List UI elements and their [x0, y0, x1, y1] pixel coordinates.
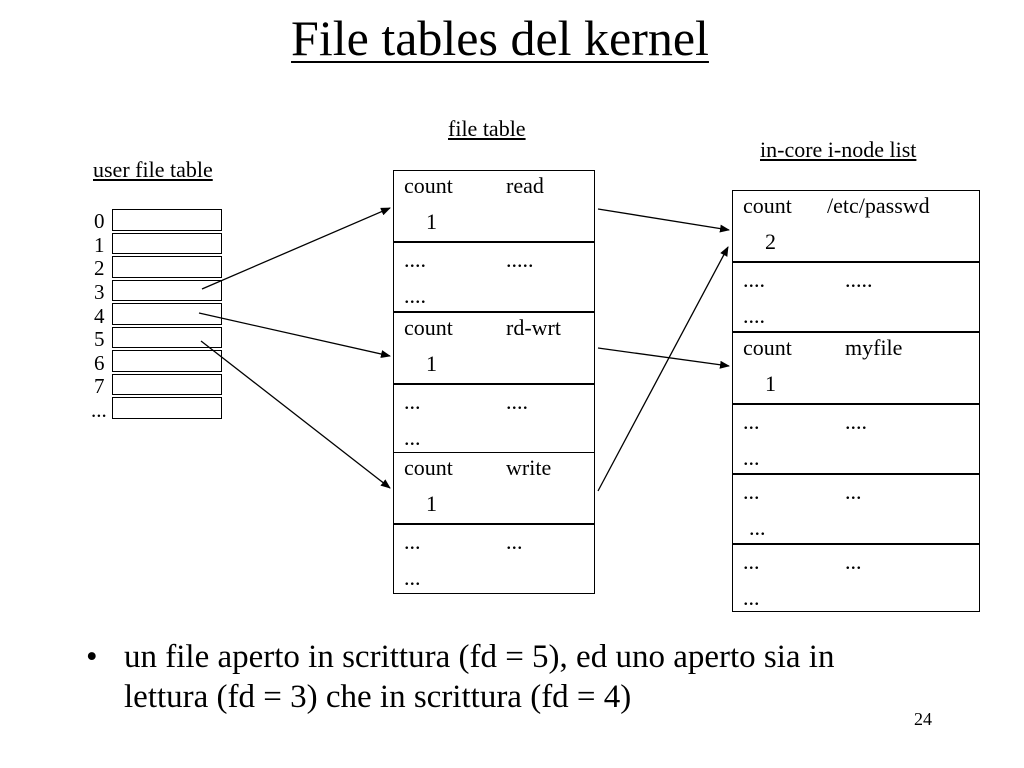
- inode-entry-unused-4: ... ... ...: [732, 544, 980, 612]
- inode-dots: ...: [749, 515, 766, 540]
- file-table-caption: file table: [448, 116, 526, 141]
- inode-dots: ...: [845, 479, 862, 504]
- inode-dots: ...: [743, 445, 760, 470]
- arrow-read-to-passwd-inode: [597, 208, 730, 233]
- fd-slot-4: [112, 303, 222, 325]
- file-table-entry-unused-1: .... ..... ....: [393, 242, 595, 312]
- entry-mode-label: read: [506, 173, 544, 198]
- fd-index-0: 0: [94, 209, 105, 233]
- file-table-entry-rd-wrt: count rd-wrt 1: [393, 312, 595, 384]
- page-number: 24: [914, 709, 932, 729]
- file-table-entry-unused-3: ... ... ...: [393, 524, 595, 594]
- inode-entry-unused-1: .... ..... ....: [732, 262, 980, 332]
- arrow-write-to-passwd-inode: [597, 246, 729, 492]
- file-table-entry-read: count read 1: [393, 170, 595, 242]
- inode-count-label: count: [743, 335, 792, 360]
- entry-dots: ...: [404, 565, 421, 590]
- entry-count-label: count: [404, 455, 453, 480]
- fd-index-more: ...: [91, 398, 107, 422]
- entry-dots: .....: [506, 247, 534, 272]
- fd-slot-5: [112, 326, 222, 348]
- bullet-text: un file aperto in scrittura (fd = 5), ed…: [124, 639, 835, 715]
- inode-entry-passwd: count /etc/passwd 2: [732, 190, 980, 262]
- arrow-fd5-to-write-entry: [200, 340, 391, 489]
- fd-slot-3: [112, 279, 222, 301]
- entry-mode-label: write: [506, 455, 552, 480]
- entry-dots: ....: [404, 283, 426, 308]
- inode-dots: ...: [743, 409, 760, 434]
- arrow-fd3-to-read-entry: [201, 207, 391, 290]
- fd-slot-7: [112, 373, 222, 395]
- inode-dots: ...: [743, 585, 760, 610]
- entry-count-value: 1: [426, 491, 437, 516]
- fd-index-3: 3: [94, 280, 105, 304]
- inode-file-name: /etc/passwd: [827, 193, 930, 218]
- inode-dots: ...: [743, 479, 760, 504]
- entry-dots: ...: [506, 529, 523, 554]
- fd-slot-more: [112, 397, 222, 419]
- inode-count-value: 2: [765, 229, 776, 254]
- arrow-rdwrt-to-myfile-inode: [597, 347, 730, 369]
- fd-index-4: 4: [94, 304, 105, 328]
- fd-index-2: 2: [94, 256, 105, 280]
- arrow-fd4-to-rdwrt-entry: [198, 312, 391, 358]
- inode-dots: ...: [845, 549, 862, 574]
- fd-index-6: 6: [94, 351, 105, 375]
- entry-dots: ....: [404, 247, 426, 272]
- inode-dots: ....: [845, 409, 867, 434]
- fd-slot-6: [112, 350, 222, 372]
- entry-dots: ...: [404, 529, 421, 554]
- user-file-table-caption: user file table: [93, 157, 213, 182]
- entry-dots: ...: [404, 389, 421, 414]
- entry-count-label: count: [404, 173, 453, 198]
- fd-slot-0: [112, 209, 222, 231]
- fd-index-5: 5: [94, 327, 105, 351]
- inode-count-value: 1: [765, 371, 776, 396]
- inode-entry-unused-3: ... ... ...: [732, 474, 980, 544]
- fd-slot-1: [112, 232, 222, 254]
- entry-dots: ....: [506, 389, 528, 414]
- inode-dots: ....: [743, 303, 765, 328]
- inode-entry-unused-2: ... .... ...: [732, 404, 980, 474]
- inode-dots: ...: [743, 549, 760, 574]
- inode-list-caption: in-core i-node list: [760, 137, 917, 162]
- inode-dots: ....: [743, 267, 765, 292]
- entry-count-label: count: [404, 315, 453, 340]
- fd-index-1: 1: [94, 233, 105, 257]
- inode-file-name: myfile: [845, 335, 903, 360]
- inode-entry-myfile: count myfile 1: [732, 332, 980, 404]
- entry-mode-label: rd-wrt: [506, 315, 561, 340]
- inode-dots: .....: [845, 267, 873, 292]
- inode-count-label: count: [743, 193, 792, 218]
- page-title: File tables del kernel: [291, 10, 709, 66]
- fd-index-7: 7: [94, 374, 105, 398]
- bullet-marker: •: [86, 639, 98, 675]
- entry-count-value: 1: [426, 209, 437, 234]
- file-table-entry-write: count write 1: [393, 452, 595, 524]
- entry-count-value: 1: [426, 351, 437, 376]
- fd-slot-2: [112, 256, 222, 278]
- entry-dots: ...: [404, 425, 421, 450]
